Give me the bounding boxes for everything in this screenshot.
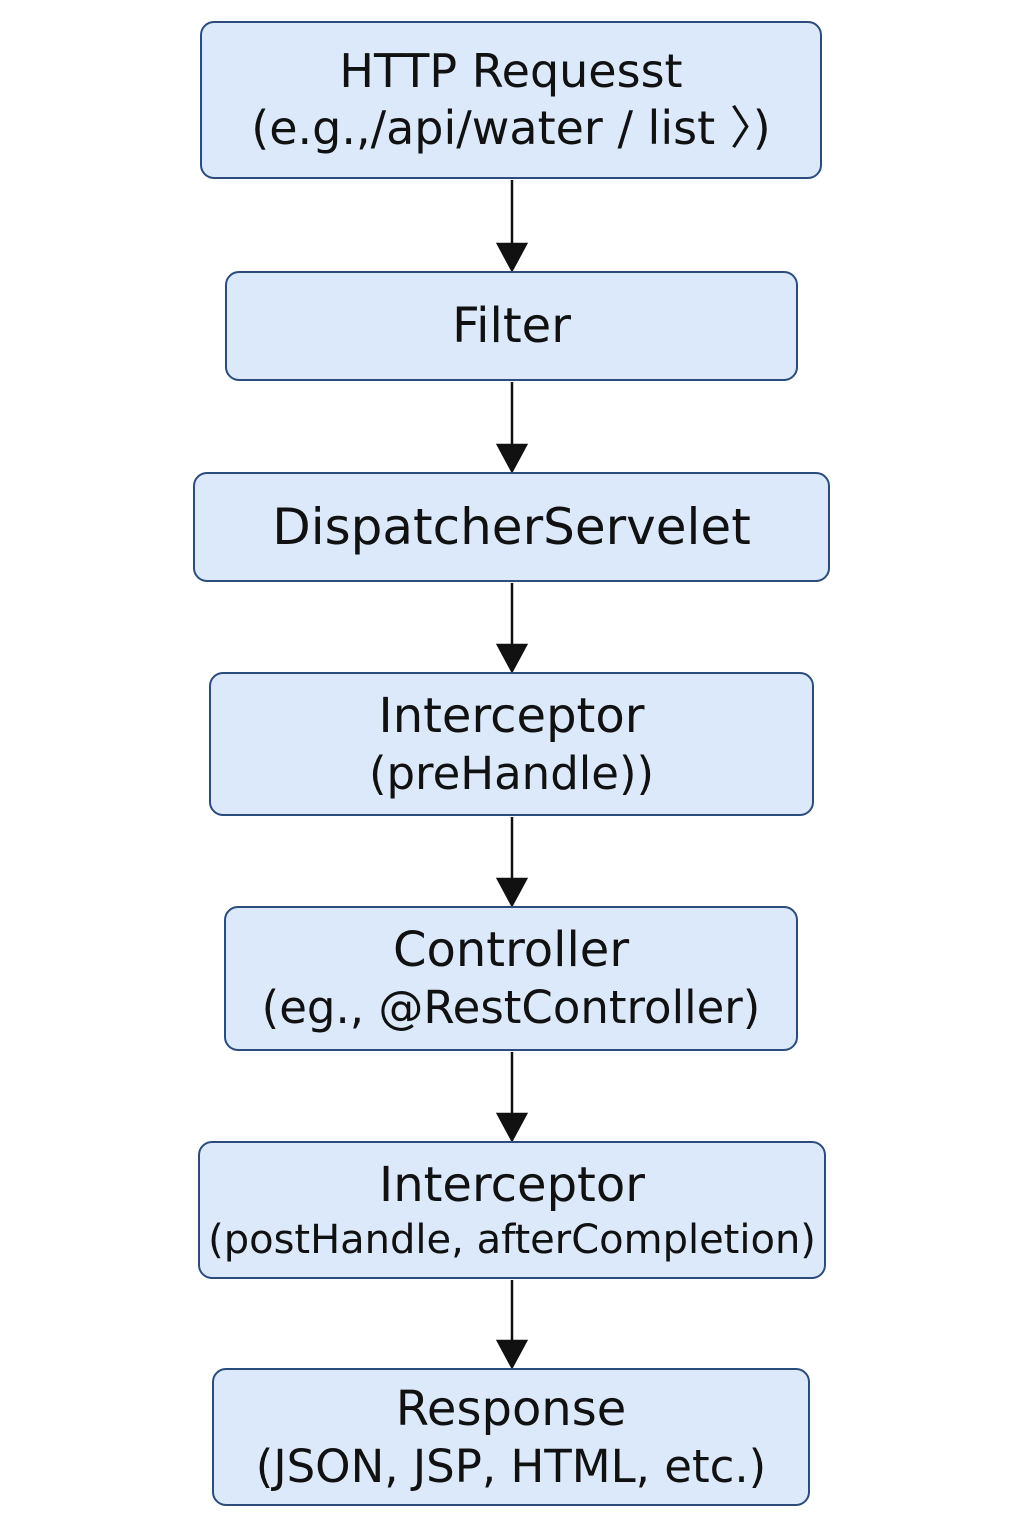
node-title: DispatcherServelet <box>272 497 751 556</box>
node-subtitle: (preHandle)) <box>368 746 655 800</box>
node-response: Response (JSON, JSP, HTML, etc.) <box>212 1368 810 1506</box>
node-dispatcher-servlet: DispatcherServelet <box>193 472 830 582</box>
node-subtitle: (eg., @RestController) <box>261 981 761 1035</box>
node-title: Interceptor <box>378 687 645 744</box>
arrowhead-n5-n6 <box>495 1112 529 1143</box>
node-controller: Controller (eg., @RestController) <box>224 906 798 1051</box>
node-subtitle: (postHandle, afterCompletion) <box>208 1217 816 1263</box>
node-http-request: HTTP Requesst (e.g.,/api/water / list 〉) <box>200 21 822 179</box>
node-filter: Filter <box>225 271 798 381</box>
node-subtitle: (JSON, JSP, HTML, etc.) <box>255 1439 767 1493</box>
arrowhead-n3-n4 <box>495 643 529 674</box>
node-title: Interceptor <box>379 1157 645 1213</box>
arrowhead-n1-n2 <box>495 242 529 273</box>
node-interceptor-prehandle: Interceptor (preHandle)) <box>209 672 814 816</box>
arrowhead-n4-n5 <box>495 877 529 908</box>
node-subtitle: (e.g.,/api/water / list 〉) <box>251 101 771 155</box>
node-interceptor-posthandle: Interceptor (postHandle, afterCompletion… <box>198 1141 826 1279</box>
arrowhead-n2-n3 <box>495 443 529 474</box>
node-title: HTTP Requesst <box>339 43 683 98</box>
node-title: Response <box>395 1380 627 1437</box>
arrowhead-n6-n7 <box>495 1339 529 1370</box>
node-title: Controller <box>392 922 630 979</box>
node-title: Filter <box>452 298 571 354</box>
